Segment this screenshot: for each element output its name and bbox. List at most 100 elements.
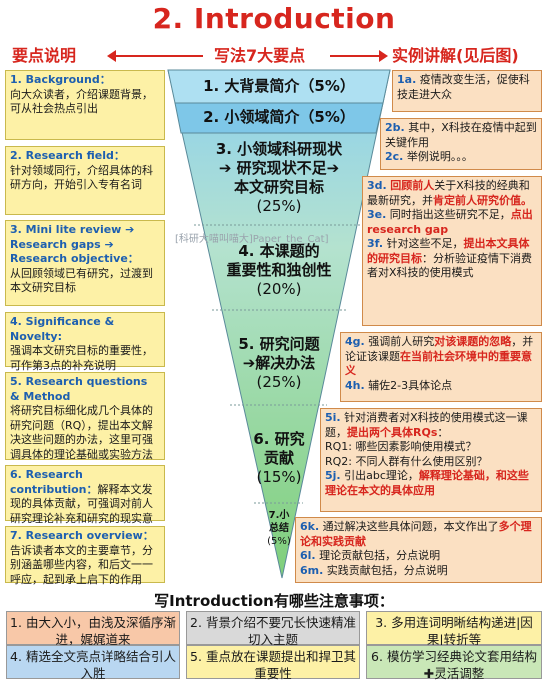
right-note-tag: 5i. — [325, 411, 341, 424]
right-note-highlight: 提出本文具体的研究目标 — [367, 237, 530, 265]
right-note-text: 针对消费者对X科技的使用模式这一课题， — [325, 411, 528, 439]
funnel-level-7-percent: (5%) — [267, 536, 291, 547]
right-note-tag: 3e. — [367, 208, 387, 221]
right-note-text: 通过解决这些具体问题，本文作出了 — [322, 520, 499, 533]
left-note-heading: 7. Research overview： — [10, 529, 154, 542]
funnel-level-5-line-2: ➔解决办法 — [242, 354, 316, 372]
right-note-highlight: 多个理论和实践贡献 — [300, 520, 532, 548]
right-note-text: ： — [437, 425, 449, 439]
funnel-level-5-percent: (25%) — [256, 373, 302, 391]
right-note-2b-2c: 2b. 其中，X科技在疫情中起到关键作用 2c. 举例说明。。。 — [380, 118, 542, 170]
funnel-level-6-label: 6. 研究 贡献 (15%) — [168, 430, 390, 487]
header-arrow-left — [107, 50, 203, 62]
right-note-text: 疫情改变生活，促使科技走进大众 — [397, 73, 530, 101]
right-note-text: 实践贡献包括，分点说明 — [326, 563, 448, 577]
right-note-highlight: 解释理论基础，和这些理论在本文的具体应用 — [325, 469, 529, 497]
right-note-tag: 1a. — [397, 73, 417, 86]
note-5: 5. 重点放在课题提出和捍卫其重要性 — [186, 645, 360, 680]
watermark: [科研大喵叫喵大]Paper_the_Cat] — [175, 234, 329, 245]
funnel-level-3-line-2: ➔ 研究现状不足➔ — [218, 159, 340, 177]
note-3: 3. 多用连词明晰结构递进|因果|转折等 — [366, 611, 542, 647]
right-note-tag: 3f. — [367, 237, 384, 250]
funnel-level-7-line-1: 7.小 — [268, 510, 290, 521]
right-note-text: 针对这些不足， — [386, 237, 464, 250]
left-note-contribution: 6. Research contribution：解释本文发现的具体贡献，可强调… — [5, 465, 165, 539]
left-note-text: 从回顾领域已有研究，过渡到本文研究目标 — [10, 266, 153, 295]
left-note-text: 告诉读者本文的主要章节，分别涵盖哪些内容，和后文一一呼应，起到承上启下的作用 — [10, 543, 153, 586]
right-note-tag: 2c. — [385, 150, 404, 163]
left-note-text: 强调本文研究目标的重要性，可作第3点的补充说明 — [10, 344, 153, 372]
note-2: 2. 背景介绍不要冗长快速精准切入主题 — [186, 611, 360, 647]
left-note-text: 针对领域同行，介绍具体的科研方向，开始引入专有名词 — [10, 163, 153, 192]
left-note-heading: 6. Research contribution： — [10, 468, 98, 496]
right-note-tag: 2b. — [385, 121, 405, 134]
left-note-overview: 7. Research overview：告诉读者本文的主要章节，分别涵盖哪些内… — [5, 526, 165, 586]
right-note-tag: 6l. — [300, 549, 316, 562]
right-note-5i-5j: 5i. 针对消费者对X科技的使用模式这一课题，提出两个具体RQs： RQ1: 哪… — [320, 408, 542, 512]
right-note-tag: 3d. — [367, 179, 387, 192]
left-note-heading: 2. Research field： — [10, 149, 125, 162]
right-note-rq1: RQ1: 哪些因素影响使用模式？ — [325, 440, 477, 453]
funnel-level-7-line-2: 总结 — [269, 523, 289, 534]
right-note-text: ，并论证该课题 — [345, 335, 534, 363]
left-note-heading: 5. Research questions & Method — [10, 375, 148, 403]
left-note-text: 向大众读者，介绍课题背景，可从社会热点引出 — [10, 87, 153, 116]
right-note-rq2: RQ2: 不同人群有什么使用区别？ — [325, 454, 488, 468]
header-right: 实例讲解(见后图) — [392, 46, 519, 65]
left-note-mini-review: 3. Mini lite review ➔ Research gaps ➔ Re… — [5, 220, 165, 306]
right-note-text: 同时指出这些研究不足， — [389, 208, 511, 221]
left-note-heading: 3. Mini lite review ➔ Research gaps ➔ Re… — [10, 223, 139, 265]
left-note-text: 将研究目标细化成几个具体的研究问题（RQ），提出本文解决这些问题的办法，这里可强… — [10, 404, 153, 461]
right-note-text: 关于X科技的经典和最新研究，并 — [367, 179, 530, 207]
right-note-text: 引出abc理论， — [344, 469, 419, 482]
right-note-tag: 6k. — [300, 520, 320, 533]
right-note-1a: 1a. 疫情改变生活，促使科技走进大众 — [392, 70, 542, 112]
left-note-research-questions: 5. Research questions & Method 将研究目标细化成几… — [5, 372, 165, 461]
funnel-level-1-label: 1. 大背景简介（5%） — [203, 77, 355, 95]
right-note-3d-3f: 3d. 回顾前人关于X科技的经典和最新研究，并肯定前人研究价值。 3e. 同时指… — [362, 176, 542, 326]
left-note-heading: 4. Significance & Novelty: — [10, 315, 115, 343]
right-note-text: ：分析验证疫情下消费者对X科技的使用模式 — [367, 251, 532, 280]
funnel-level-3-line-1: 3. 小领域科研现状 — [215, 140, 343, 158]
note-4: 4. 精选全文亮点详略结合引人入胜 — [6, 645, 180, 680]
right-note-tag: 4h. — [345, 378, 365, 392]
right-note-tag: 5j. — [325, 469, 341, 482]
right-note-text: 强调前人研究 — [368, 335, 435, 348]
left-note-background: 1. Background： 向大众读者，介绍课题背景，可从社会热点引出 — [5, 70, 165, 140]
right-note-tag: 6m. — [300, 563, 324, 577]
funnel-level-3-label: 3. 小领域科研现状 ➔ 研究现状不足➔ 本文研究目标 (25%) — [168, 140, 390, 216]
right-note-text: 辅佐2-3具体论点 — [368, 378, 453, 392]
funnel-level-6-line-1: 6. 研究 — [253, 430, 305, 448]
right-note-highlight: 回顾前人 — [390, 179, 435, 192]
funnel-level-4-label: 4. 本课题的 重要性和独创性 (20%) — [168, 242, 390, 299]
note-1: 1. 由大入小，由浅及深循序渐进，娓娓道来 — [6, 611, 180, 647]
right-note-highlight: 在当前社会环境中的重要意义 — [345, 349, 532, 378]
funnel-level-5-label: 5. 研究问题 ➔解决办法 (25%) — [168, 335, 390, 392]
funnel-level-4-percent: (20%) — [256, 280, 302, 298]
right-note-highlight: 肯定前人研究价值。 — [433, 193, 532, 207]
header-arrow-right — [330, 50, 388, 62]
right-note-4g-4h: 4g. 强调前人研究对该课题的忽略，并论证该课题在当前社会环境中的重要意义 4h… — [340, 332, 542, 402]
funnel-level-7-label: 7.小 总结 (5%) — [254, 509, 304, 548]
right-note-text: 理论贡献包括，分点说明 — [319, 549, 441, 562]
header-left: 要点说明 — [12, 46, 77, 65]
left-note-heading: 1. Background： — [10, 73, 111, 86]
right-note-highlight: 点出research gap — [367, 208, 533, 236]
right-note-6k-6m: 6k. 通过解决这些具体问题，本文作出了多个理论和实践贡献 6l. 理论贡献包括… — [295, 517, 542, 583]
funnel-level-2-label: 2. 小领域简介（5%） — [203, 108, 355, 126]
right-note-highlight: 提出两个具体RQs — [347, 425, 438, 439]
funnel-level-4-line-1: 4. 本课题的 — [238, 242, 320, 260]
funnel-level-3-line-3: 本文研究目标 — [233, 178, 324, 196]
notes-title: 写Introduction有哪些注意事项： — [154, 592, 394, 610]
page-title: 2. Introduction — [152, 2, 396, 35]
note-6: 6. 模仿学习经典论文套用结构✚灵活调整 — [366, 645, 542, 680]
header-middle: 写法7大要点 — [214, 46, 306, 65]
right-note-text: 其中，X科技在疫情中起到关键作用 — [385, 121, 537, 149]
funnel-level-3-percent: (25%) — [256, 197, 302, 215]
right-note-text: 举例说明。。。 — [406, 150, 473, 163]
funnel-level-6-percent: (15%) — [256, 468, 302, 486]
left-note-significance: 4. Significance & Novelty: 强调本文研究目标的重要性，… — [5, 312, 165, 372]
funnel-level-6-line-2: 贡献 — [263, 449, 294, 467]
funnel-level-4-line-2: 重要性和独创性 — [226, 261, 332, 279]
